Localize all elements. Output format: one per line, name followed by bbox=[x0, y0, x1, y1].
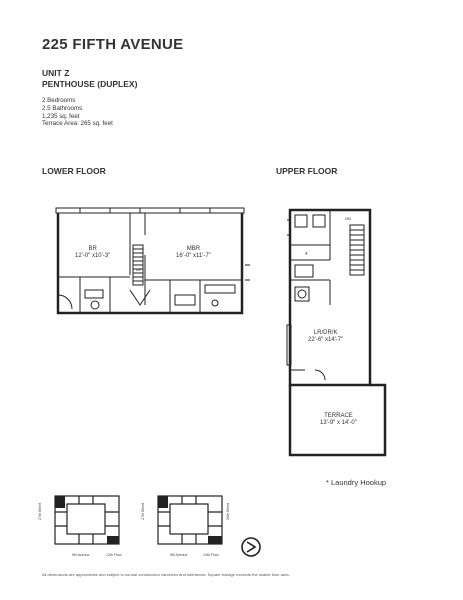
building-title: 225 FIFTH AVENUE bbox=[42, 36, 184, 53]
compass-logo-icon bbox=[241, 537, 261, 557]
keyplan1-avenue: 5th Avenue bbox=[72, 553, 90, 557]
keyplan-13th-floor bbox=[157, 495, 223, 545]
room-br-name: BR bbox=[88, 246, 97, 252]
unit-type: PENTHOUSE (DUPLEX) bbox=[42, 79, 138, 89]
keyplan2-avenue: 5th Avenue bbox=[170, 553, 188, 557]
room-lrdrk: LR/DR/K 22'-6" x14'-7" bbox=[308, 330, 343, 344]
disclaimer: All dimensions are approximate and subje… bbox=[42, 572, 290, 577]
room-br: BR 12'-0" x10'-3" bbox=[75, 246, 110, 260]
upper-dn-label: DN bbox=[345, 216, 351, 221]
room-terrace-dims: 13'-9" x 14'-0" bbox=[320, 420, 357, 426]
room-mbr-dims: 16'-0" x11'-7" bbox=[176, 253, 211, 259]
room-terrace: TERRACE 13'-9" x 14'-0" bbox=[320, 413, 357, 427]
room-terrace-name: TERRACE bbox=[324, 413, 353, 419]
lower-floor-label: LOWER FLOOR bbox=[42, 166, 106, 176]
spec-terrace: Terrace Area: 265 sq. feet bbox=[42, 120, 113, 128]
unit-name: UNIT Z bbox=[42, 68, 70, 78]
room-mbr: MBR 16'-0" x11'-7" bbox=[176, 246, 211, 260]
keyplan1-floor: 12th Floor bbox=[106, 553, 122, 557]
room-lrdrk-name: LR/DR/K bbox=[313, 330, 338, 336]
keyplan2-floor: 13th Floor bbox=[203, 553, 219, 557]
spec-bedrooms: 2 Bedrooms bbox=[42, 97, 76, 104]
laundry-asterisk: * bbox=[305, 252, 308, 259]
spec-area: 1,235 sq. feet bbox=[42, 112, 80, 120]
room-br-dims: 12'-0" x10'-3" bbox=[75, 253, 111, 259]
upper-floor-plan: DN * bbox=[286, 208, 387, 457]
keyplan2-street: 27th Street bbox=[141, 502, 145, 520]
unit-heading: UNIT Z PENTHOUSE (DUPLEX) bbox=[42, 68, 137, 90]
spec-bathrooms: 2.5 Bathrooms bbox=[42, 104, 83, 112]
lower-floor-plan: UP bbox=[55, 207, 250, 315]
laundry-note: * Laundry Hookup bbox=[326, 478, 387, 487]
unit-specs: 2 Bedrooms 2.5 Bathrooms 1,235 sq. feet … bbox=[42, 97, 113, 128]
room-lrdrk-dims: 22'-6" x14'-7" bbox=[308, 337, 344, 343]
upper-floor-label: UPPER FLOOR bbox=[276, 166, 338, 176]
room-mbr-name: MBR bbox=[186, 246, 201, 252]
lower-up-label: UP bbox=[136, 267, 142, 272]
keyplan1-street: 27th Street bbox=[38, 502, 42, 520]
keyplan2-street2: 26th Street bbox=[226, 502, 230, 520]
keyplan-12th-floor bbox=[54, 495, 120, 545]
